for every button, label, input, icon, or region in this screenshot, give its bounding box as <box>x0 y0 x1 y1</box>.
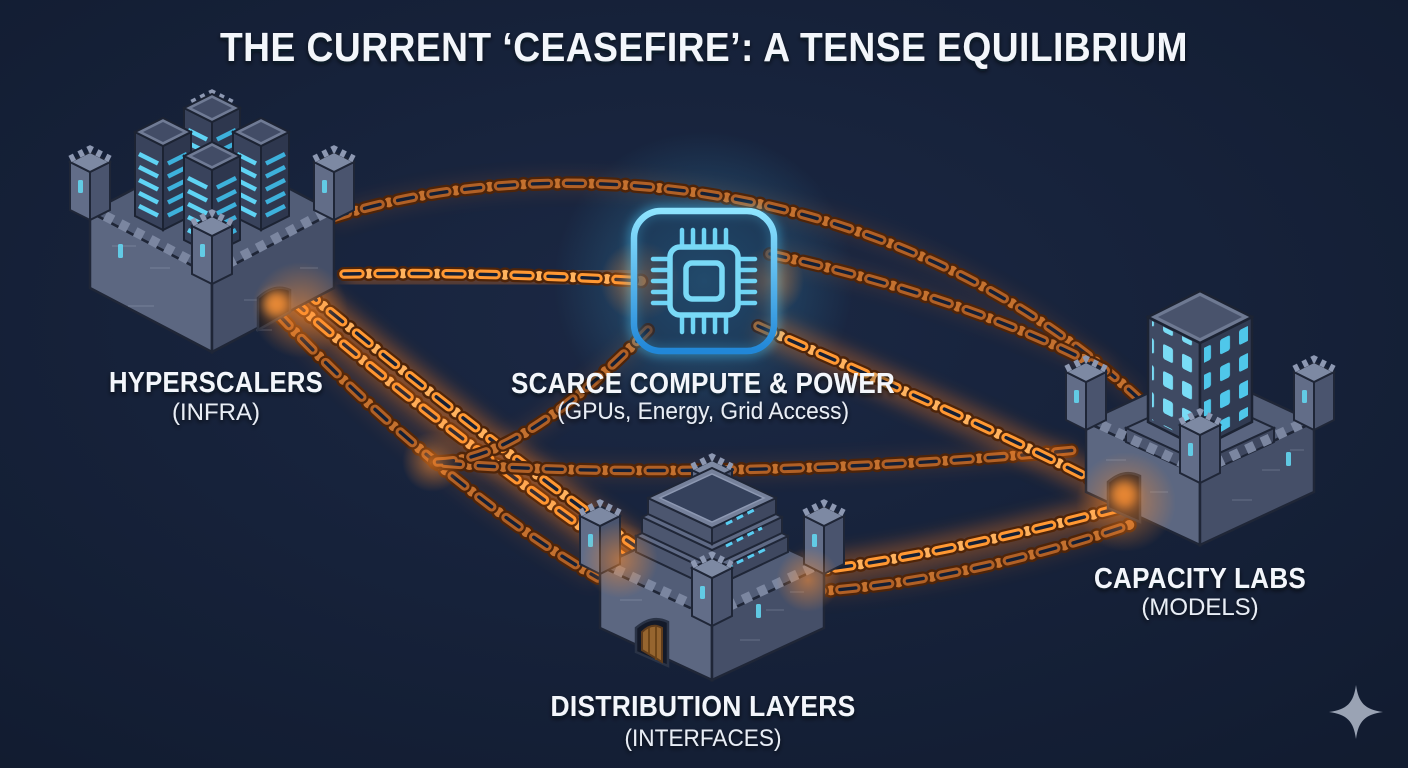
distribution-layers-sublabel: (INTERFACES) <box>625 725 782 752</box>
corner-tower-front <box>692 555 732 626</box>
hub-label: SCARCE COMPUTE & POWER <box>511 368 895 400</box>
building-roof-inset <box>1158 296 1242 338</box>
glow-chain-sag <box>402 432 462 492</box>
glow-capacitylabs-gate <box>1076 452 1176 552</box>
corner-tower-front <box>192 213 232 284</box>
chip-die <box>683 260 725 302</box>
led-strip <box>725 526 763 548</box>
wall-window-slit <box>1286 452 1291 466</box>
wall-window-slit <box>756 604 761 618</box>
hub-sublabel: (GPUs, Energy, Grid Access) <box>557 398 849 425</box>
led-strip <box>725 506 759 526</box>
wall-window-slit <box>118 244 123 258</box>
corner-tower-right <box>1294 359 1334 430</box>
capacity-labs-fortress <box>1066 289 1334 547</box>
server-stack <box>633 466 791 590</box>
chip-pins <box>650 227 758 335</box>
distribution-layers-label: DISTRIBUTION LAYERS <box>551 691 856 723</box>
distribution-layers-fortress <box>580 457 844 682</box>
server-tower <box>233 118 289 230</box>
capacity-labs-label: CAPACITY LABS <box>1094 563 1306 595</box>
slab-top-recess <box>658 473 766 523</box>
slide-title: THE CURRENT ‘CEASEFIRE’: A TENSE EQUILIB… <box>220 24 1188 70</box>
hyperscalers-label: HYPERSCALERS <box>109 367 323 399</box>
capacity-labs-sublabel: (MODELS) <box>1141 594 1258 621</box>
door-planks <box>648 627 657 660</box>
glow-distribution-right <box>776 548 840 612</box>
corner-tower-left <box>1066 359 1106 430</box>
chip-frame <box>630 207 778 355</box>
building-windows-right <box>1204 321 1248 442</box>
chain-hyperscalers-to-hub <box>344 273 642 281</box>
glow-hyperscalers-gate <box>252 262 348 358</box>
hyperscalers-sublabel: (INFRA) <box>172 399 260 426</box>
corner-tower-right <box>314 149 354 220</box>
parapet-left <box>87 203 215 277</box>
server-tower <box>135 118 191 230</box>
text-layer: THE CURRENT ‘CEASEFIRE’: A TENSE EQUILIB… <box>109 24 1306 752</box>
glow-distribution-left <box>582 522 658 598</box>
sparkle-icon <box>1329 685 1383 739</box>
led-strip <box>725 547 767 570</box>
corner-tower-left <box>70 149 110 220</box>
corner-tower-front <box>1180 412 1220 483</box>
cpu-chip-icon <box>650 227 758 335</box>
building-windows-left <box>1152 321 1196 442</box>
scarce-compute-hub <box>628 205 780 357</box>
gate-door <box>641 624 663 664</box>
chip-body <box>667 244 741 318</box>
